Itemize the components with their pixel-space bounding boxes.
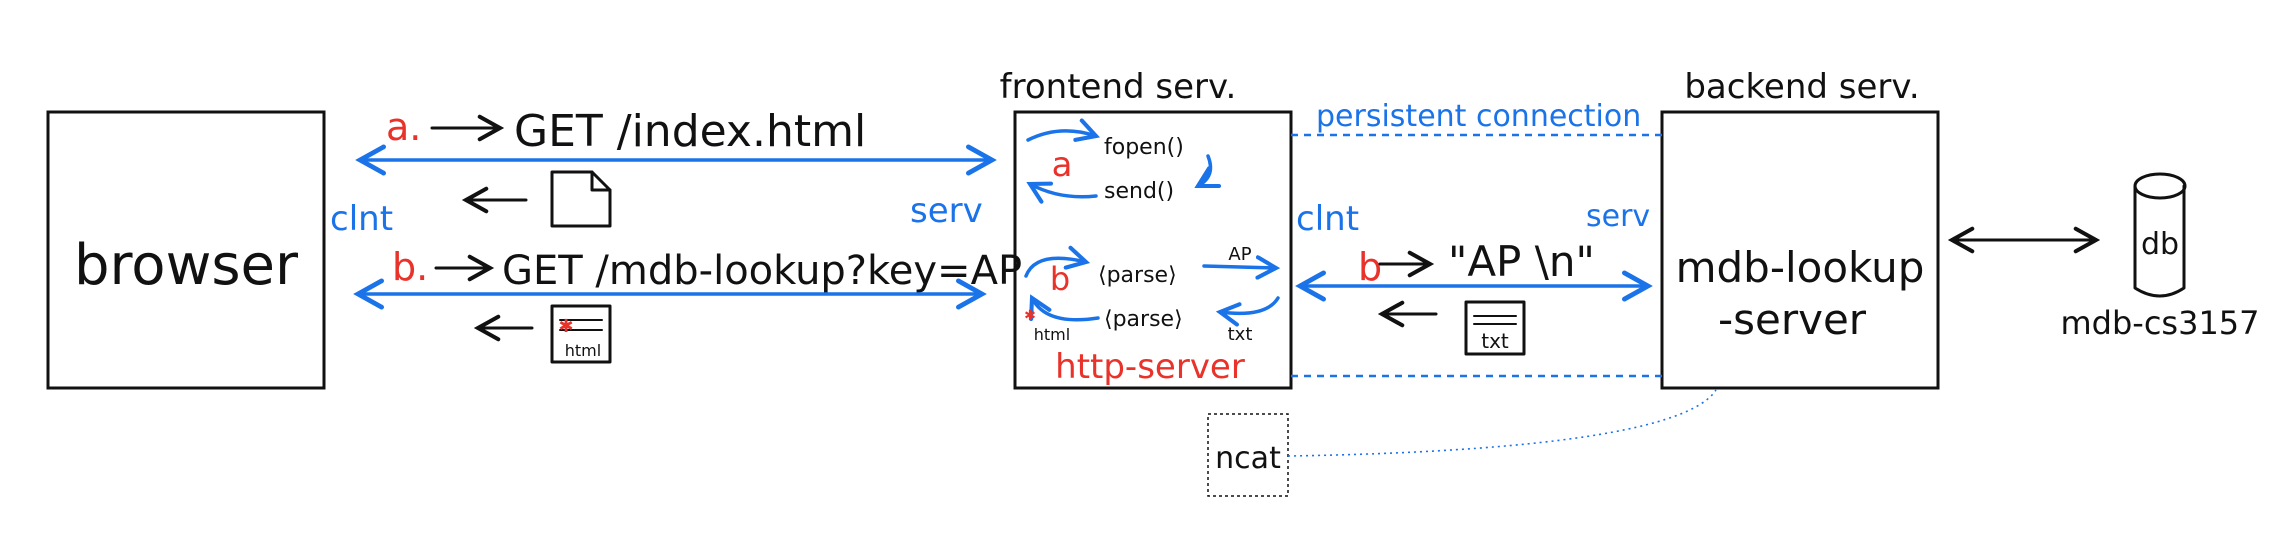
db-cylinder-top: [2133, 172, 2187, 200]
html-document-outline: [550, 304, 612, 364]
request-b-marker: b.: [392, 245, 428, 289]
document-icon: [550, 170, 612, 228]
html-document-label: html: [565, 341, 601, 360]
parse-top-label: ⟨parse⟩: [1098, 263, 1177, 288]
send-label: send(): [1104, 179, 1174, 204]
frontend-a-marker: a: [1052, 145, 1073, 185]
ncat-box: [1207, 413, 1289, 497]
request-b-right-marker: b: [1358, 245, 1382, 289]
db-label: db: [2141, 227, 2179, 262]
db-cylinder-body: [2133, 184, 2186, 298]
star-marker: ✱: [1024, 308, 1036, 324]
ncat-label: ncat: [1215, 441, 1281, 476]
browser-label: browser: [74, 233, 299, 298]
persistent-connection-label: persistent connection: [1316, 99, 1641, 134]
ap-label: AP: [1228, 244, 1251, 265]
mdb-lookup-server-line2: -server: [1718, 295, 1867, 344]
backend-server-node: backend serv. mdb-lookup -server: [1660, 67, 1940, 390]
mdb-lookup-server-line1: mdb-lookup: [1676, 243, 1925, 292]
request-a-marker: a.: [386, 105, 421, 149]
html-document-icon: ✱ html: [550, 304, 612, 364]
request-b-text: GET /mdb-lookup?key=AP: [502, 248, 1022, 294]
fopen-arrow: [1026, 131, 1096, 140]
send-back-arrow: [1030, 184, 1098, 197]
document-icon-fold: [590, 170, 612, 192]
html-document-star: ✱: [558, 316, 573, 337]
frontend-b-marker: b: [1050, 260, 1070, 298]
parse-bottom-label: ⟨parse⟩: [1104, 307, 1183, 332]
frontend-title: frontend serv.: [1000, 67, 1237, 107]
send-return-arrow: [1198, 154, 1210, 186]
browser-box: [46, 110, 326, 390]
backend-box: [1660, 110, 1940, 390]
frontend-server-node: frontend serv. a fopen() send() b ⟨parse…: [1000, 67, 1293, 390]
server-left-label: serv: [910, 191, 983, 231]
ncat-connection-line: [1287, 389, 1717, 457]
txt-document-icon: txt: [1464, 300, 1526, 356]
txt-document-outline: [1464, 300, 1526, 356]
http-server-label: http-server: [1055, 347, 1245, 387]
client-right-label: clnt: [1296, 199, 1359, 239]
document-icon-outline: [550, 170, 612, 228]
database-node: db mdb-cs3157: [2060, 172, 2260, 342]
client-left-label: clnt: [330, 199, 393, 239]
browser-node: browser: [46, 110, 326, 390]
html-label: html: [1034, 325, 1070, 344]
ap-arrow: [1202, 266, 1276, 268]
txt-document-label: txt: [1481, 329, 1509, 353]
request-b-right-payload: "AP \n": [1448, 237, 1595, 286]
server-right-label: serv: [1586, 199, 1650, 234]
ncat-node: ncat: [1207, 413, 1289, 497]
request-a-text: GET /index.html: [514, 106, 866, 157]
db-name-label: mdb-cs3157: [2060, 304, 2259, 342]
fopen-label: fopen(): [1104, 135, 1184, 160]
txt-return-arrow: [1220, 296, 1280, 313]
txt-label: txt: [1228, 324, 1253, 345]
html-return-arrow: [1032, 298, 1100, 322]
frontend-box: [1013, 110, 1293, 390]
backend-title: backend serv.: [1684, 67, 1919, 107]
parse-in-arrow: [1024, 258, 1086, 278]
